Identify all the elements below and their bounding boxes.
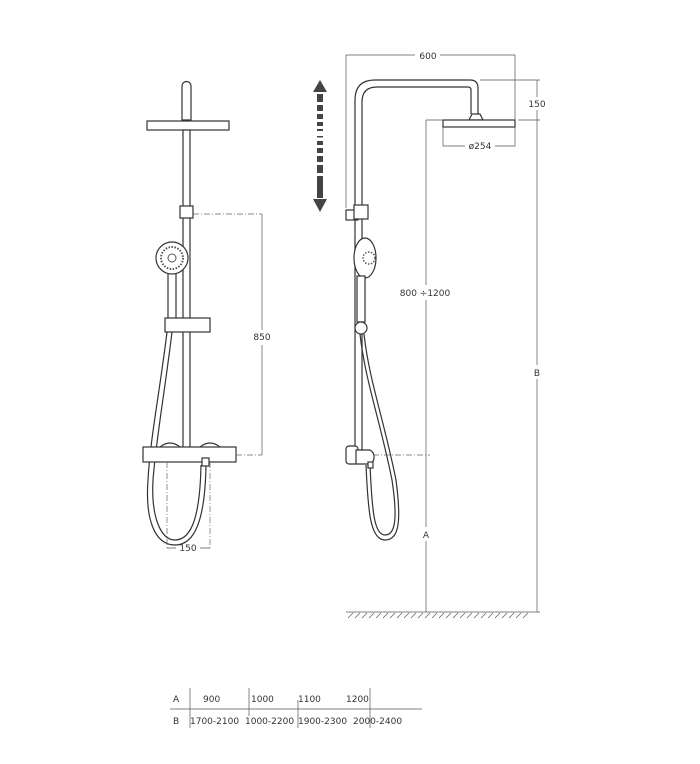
riser-pole: [182, 129, 191, 451]
hose-outer: [146, 331, 207, 546]
head-shower-front: [146, 120, 230, 131]
dim-850: 850: [253, 333, 270, 343]
hand-shower-holder: [164, 317, 211, 333]
slider-collar-side: [353, 204, 369, 220]
hand-shower-side: [353, 237, 377, 279]
dim-254: ø254: [469, 142, 492, 152]
hose-side: [359, 333, 396, 536]
height-adjust-arrow-icon: [313, 80, 327, 212]
dim-600: 600: [419, 52, 436, 62]
dimension-table: A 900 1000 1100 1200 B 1700-2100 1000-22…: [170, 688, 422, 728]
dim-150-side: 150: [528, 100, 545, 110]
side-view: 600 150 ø254 800 ÷1200 A B: [313, 52, 546, 619]
cell: 1700-2100: [190, 717, 239, 727]
slider-collar: [179, 205, 194, 219]
cell: 1000: [251, 695, 274, 705]
head-shower-side: [442, 119, 516, 128]
floor-hatch: [347, 612, 529, 619]
cell: 1100: [298, 695, 321, 705]
front-view: 850 150: [142, 80, 271, 554]
shower-arm-outer: [354, 79, 479, 460]
row-a-label: A: [173, 695, 180, 705]
thermostatic-mixer: [142, 446, 237, 463]
cell: 1900-2300: [298, 717, 347, 727]
dim-800-1200: 800 ÷1200: [400, 289, 451, 299]
hose-inner: [152, 331, 202, 541]
cell: 1000-2200: [245, 717, 294, 727]
row-b-label: B: [173, 717, 179, 727]
label-a: A: [423, 531, 430, 541]
dim-150-front: 150: [179, 544, 196, 554]
label-b: B: [534, 369, 540, 379]
cell: 2000-2400: [353, 717, 402, 727]
cell: 1200: [346, 695, 369, 705]
top-knob: [181, 80, 192, 121]
hand-shower-handle: [167, 269, 177, 321]
cell: 900: [203, 695, 220, 705]
